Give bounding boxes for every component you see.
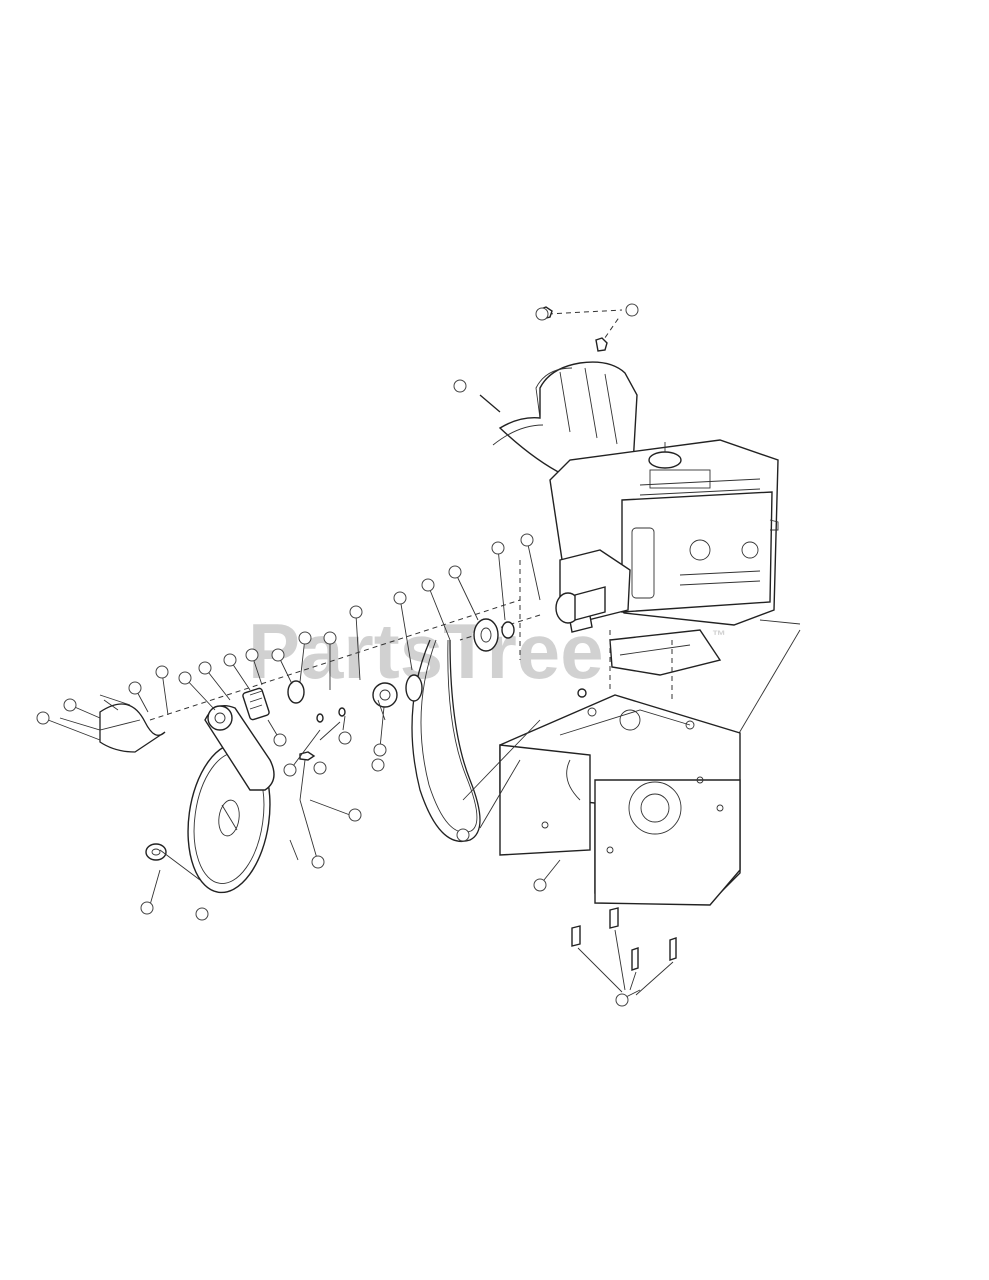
callout-belt-keeper[interactable] xyxy=(298,631,312,645)
callout-spacer-5[interactable] xyxy=(393,591,407,605)
callout-mid-2[interactable] xyxy=(273,733,287,747)
frame-bolts xyxy=(571,907,677,996)
callout-spacer-4[interactable] xyxy=(421,578,435,592)
callouts xyxy=(36,303,639,1007)
callout-mid-5[interactable] xyxy=(338,731,352,745)
idler-arm xyxy=(204,705,275,791)
frame-plate xyxy=(499,688,741,906)
callout-left-4[interactable] xyxy=(198,661,212,675)
callout-left-1[interactable] xyxy=(271,648,285,662)
callout-mid-3[interactable] xyxy=(283,763,297,777)
callout-belt[interactable] xyxy=(348,808,362,822)
drive-belt xyxy=(411,639,481,842)
callout-frame-bolts[interactable] xyxy=(615,993,629,1007)
control-cable xyxy=(59,694,166,753)
top-bolts xyxy=(537,306,623,352)
callout-left-3[interactable] xyxy=(223,653,237,667)
leader-lines xyxy=(42,539,641,1001)
callout-mid-7[interactable] xyxy=(371,758,385,772)
callout-washer[interactable] xyxy=(311,855,325,869)
callout-spacer-2[interactable] xyxy=(491,541,505,555)
callout-mid-4[interactable] xyxy=(313,761,327,775)
callout-bolt-top-right[interactable] xyxy=(625,303,639,317)
callout-frame-2[interactable] xyxy=(533,878,547,892)
callout-pulley-nut[interactable] xyxy=(140,901,154,915)
engine xyxy=(549,439,779,676)
callout-shroud[interactable] xyxy=(453,379,467,393)
callout-left-6[interactable] xyxy=(155,665,169,679)
callout-frame-1[interactable] xyxy=(456,828,470,842)
callout-spacer-1[interactable] xyxy=(520,533,534,547)
callout-left-8[interactable] xyxy=(63,698,77,712)
engine-note xyxy=(734,619,801,741)
shaft-parts xyxy=(145,586,606,861)
callout-left-7[interactable] xyxy=(128,681,142,695)
callout-spacer-6[interactable] xyxy=(349,605,363,619)
watermark-trademark: ™ xyxy=(712,627,726,643)
callout-mid-6[interactable] xyxy=(373,743,387,757)
callout-spacer-3[interactable] xyxy=(448,565,462,579)
callout-mid-1[interactable] xyxy=(36,711,50,725)
callout-bolt-top-left[interactable] xyxy=(535,307,549,321)
callout-left-2[interactable] xyxy=(245,648,259,662)
callout-left-5[interactable] xyxy=(178,671,192,685)
callout-pulley[interactable] xyxy=(195,907,209,921)
callout-spacer-7[interactable] xyxy=(323,631,337,645)
